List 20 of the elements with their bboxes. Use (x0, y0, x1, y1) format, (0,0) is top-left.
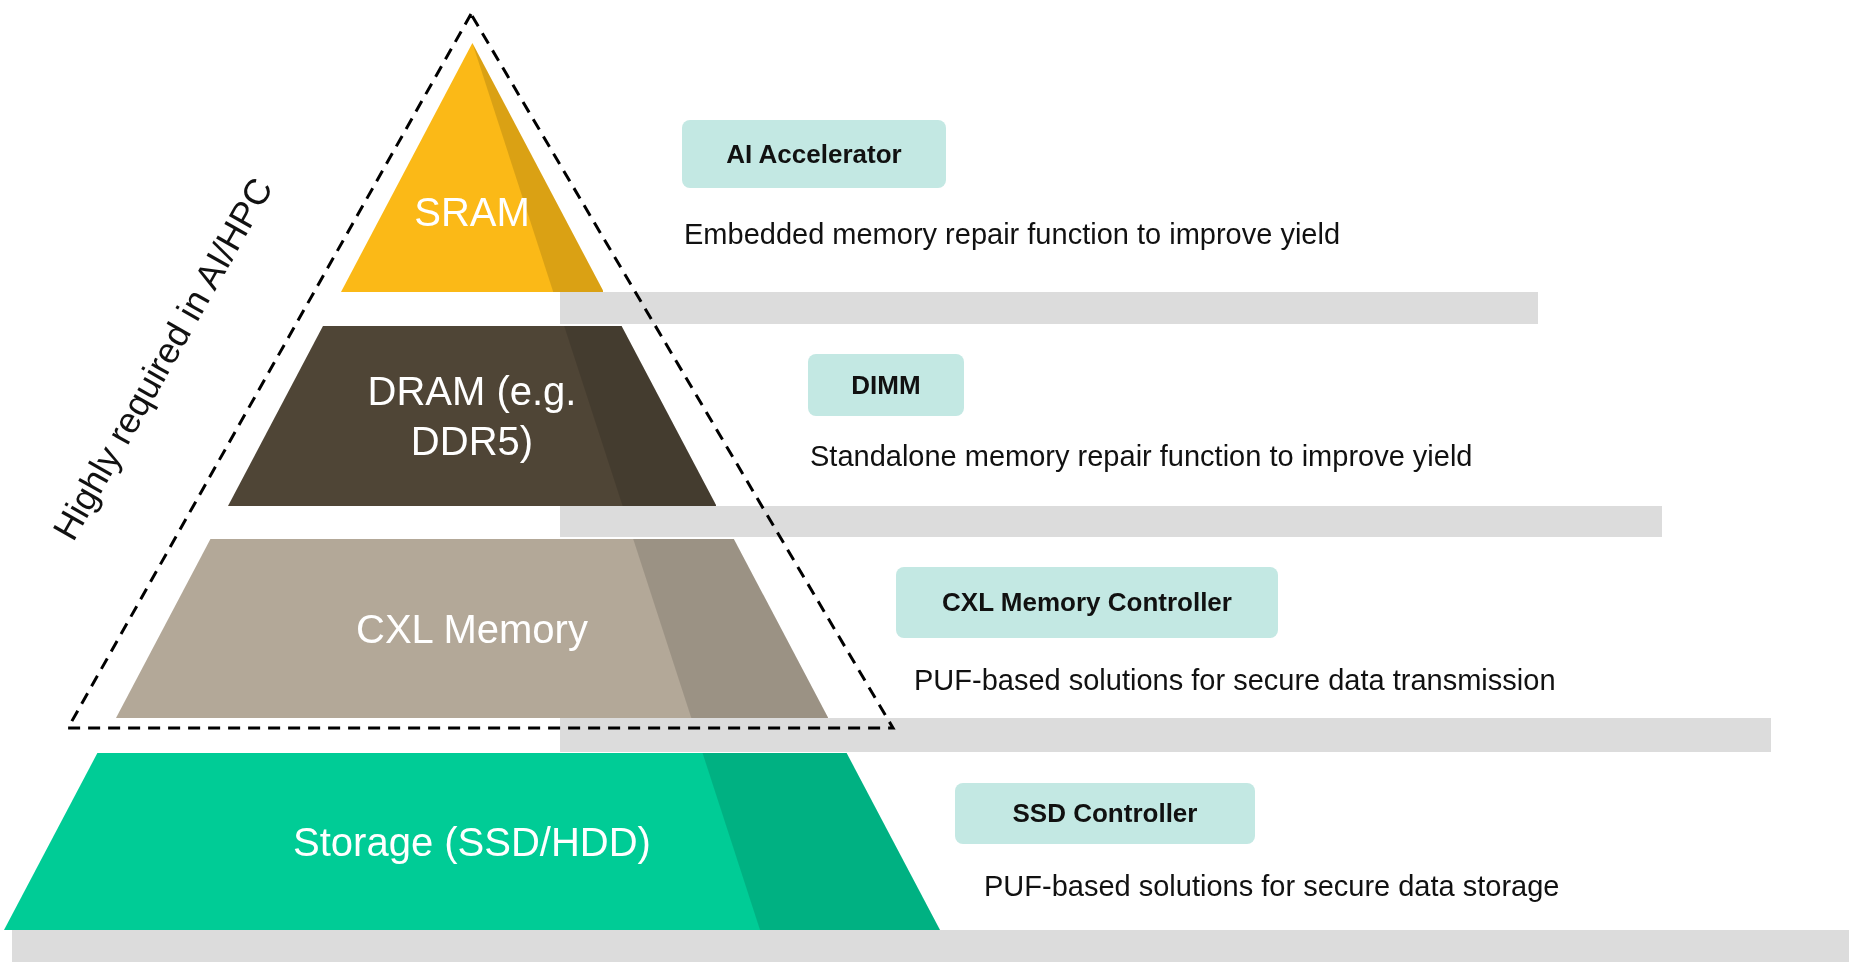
tier-label: Storage (SSD/HDD) (292, 818, 652, 866)
tier-label: SRAM (413, 189, 531, 237)
pyramid-tier (227, 326, 717, 506)
category-tag: AI Accelerator (682, 120, 946, 188)
shelf-band (560, 292, 1538, 324)
pyramid-tier (115, 539, 829, 718)
category-tag: SSD Controller (955, 783, 1255, 844)
shelf-band (560, 718, 1771, 752)
shelf-band (560, 506, 1662, 537)
description-text: Standalone memory repair function to improve yield (810, 440, 1473, 473)
description-text: PUF-based solutions for secure data transmission (914, 664, 1556, 697)
shelf-band (12, 930, 1849, 962)
category-tag: CXL Memory Controller (896, 567, 1278, 638)
category-tag: DIMM (808, 354, 964, 416)
pyramid-tier (4, 753, 940, 930)
tier-label: DRAM (e.g. DDR5) (366, 368, 578, 465)
description-text: Embedded memory repair function to improve yield (684, 218, 1341, 251)
pyramid-tier (340, 43, 604, 292)
tier-label: CXL Memory (355, 605, 589, 653)
description-text: PUF-based solutions for secure data storage (984, 870, 1560, 903)
